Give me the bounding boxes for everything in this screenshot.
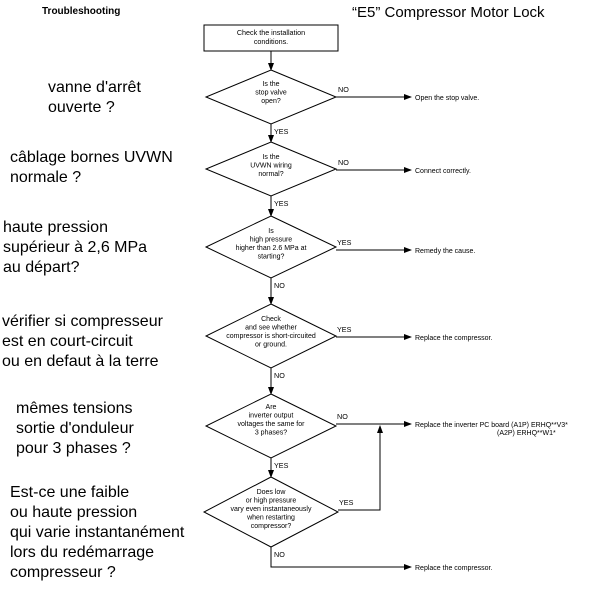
french-note-line: mêmes tensions xyxy=(16,400,133,417)
branch-label: NO xyxy=(338,158,349,167)
decision-text: starting? xyxy=(258,254,285,261)
decision-text: UVWN wiring xyxy=(250,163,292,170)
decision-text: Is the xyxy=(262,154,279,161)
action-text: Replace the compressor. xyxy=(415,335,492,342)
branch-label: YES xyxy=(337,325,352,334)
french-note-line: ouverte ? xyxy=(48,99,115,116)
start-box-text: Check the installation xyxy=(237,28,305,37)
decision-text: or ground. xyxy=(255,342,287,349)
decision-text: high pressure xyxy=(250,237,293,244)
action-text: Open the stop valve. xyxy=(415,95,479,102)
decision-text: vary even instantaneously xyxy=(231,506,312,513)
branch-label: NO xyxy=(337,412,348,421)
decision-text: 3 phases? xyxy=(255,430,287,437)
start-box xyxy=(203,24,339,52)
decision-text: Does low xyxy=(257,489,287,496)
section-heading: Troubleshooting xyxy=(42,6,121,17)
decision-text: Is xyxy=(268,228,274,235)
action-text: Connect correctly. xyxy=(415,168,471,175)
french-note-line: Est-ce une faible xyxy=(10,484,130,501)
decision-text: higher than 2.6 MPa at xyxy=(236,245,307,252)
french-note-line: lors du redémarrage xyxy=(10,544,155,561)
decision-diamond xyxy=(204,69,338,125)
decision-text: Is the xyxy=(262,81,279,88)
french-note-3: haute pression supérieur à 2,6 MPa au dépa… xyxy=(3,218,147,278)
decision-text: open? xyxy=(261,98,281,105)
decision-text: when restarting xyxy=(246,515,295,522)
action-text: Remedy the cause. xyxy=(415,248,475,255)
action-text: Replace the inverter PC board (A1P) ERHQ… xyxy=(415,422,568,429)
decision-text: or high pressure xyxy=(246,498,297,505)
french-note-line: supérieur à 2,6 MPa xyxy=(3,239,148,256)
action-text: Replace the compressor. xyxy=(415,565,492,572)
branch-label: YES xyxy=(337,238,352,247)
decision-text: compressor is short-circuited xyxy=(226,333,316,340)
french-note-line: au départ? xyxy=(3,259,80,276)
decision-text: and see whether xyxy=(245,325,297,332)
french-note-line: compresseur ? xyxy=(10,564,116,581)
french-note-6: Est-ce une faible ou haute pression qui v… xyxy=(10,483,184,583)
french-note-5: mêmes tensions sortie d'onduleur pour 3 … xyxy=(16,399,134,459)
french-note-line: pour 3 phases ? xyxy=(16,440,131,457)
french-note-line: ou en defaut à la terre xyxy=(2,353,159,370)
french-note-4: vérifier si compresseur est en court-cir… xyxy=(2,312,163,372)
decision-text: voltages the same for xyxy=(238,421,306,428)
branch-label: NO xyxy=(274,371,285,380)
french-note-line: haute pression xyxy=(3,219,108,236)
decision-text: normal? xyxy=(258,171,283,178)
french-note-line: vérifier si compresseur xyxy=(2,313,163,330)
branch-label: YES xyxy=(274,461,289,470)
branch-label: YES xyxy=(274,199,289,208)
decision-text: stop valve xyxy=(255,90,287,97)
action-text: (A2P) ERHQ**W1* xyxy=(497,430,556,437)
french-note-line: qui varie instantanément xyxy=(10,524,185,541)
flow-arrow xyxy=(270,547,412,570)
branch-label: YES xyxy=(274,127,289,136)
branch-label: NO xyxy=(338,85,349,94)
french-note-2: câblage bornes UVWN normale ? xyxy=(10,148,173,188)
decision-text: Are xyxy=(266,404,277,411)
french-note-line: est en court-circuit xyxy=(2,333,133,350)
decision-text: inverter output xyxy=(249,413,294,420)
decision-text: compressor? xyxy=(251,523,292,530)
french-note-1: vanne d'arrêt ouverte ? xyxy=(48,78,141,118)
french-note-line: sortie d'onduleur xyxy=(16,420,134,437)
branch-label: NO xyxy=(274,281,285,290)
french-note-line: ou haute pression xyxy=(10,504,138,521)
branch-label: NO xyxy=(274,550,285,559)
page-title: “E5” Compressor Motor Lock xyxy=(352,4,545,21)
french-note-line: câblage bornes UVWN xyxy=(10,149,173,166)
flow-arrow xyxy=(338,425,383,511)
branch-label: YES xyxy=(339,498,354,507)
french-note-line: vanne d'arrêt xyxy=(48,79,141,96)
decision-text: Check xyxy=(261,316,281,323)
start-box-text: conditions. xyxy=(254,37,288,46)
french-note-line: normale ? xyxy=(10,169,82,186)
